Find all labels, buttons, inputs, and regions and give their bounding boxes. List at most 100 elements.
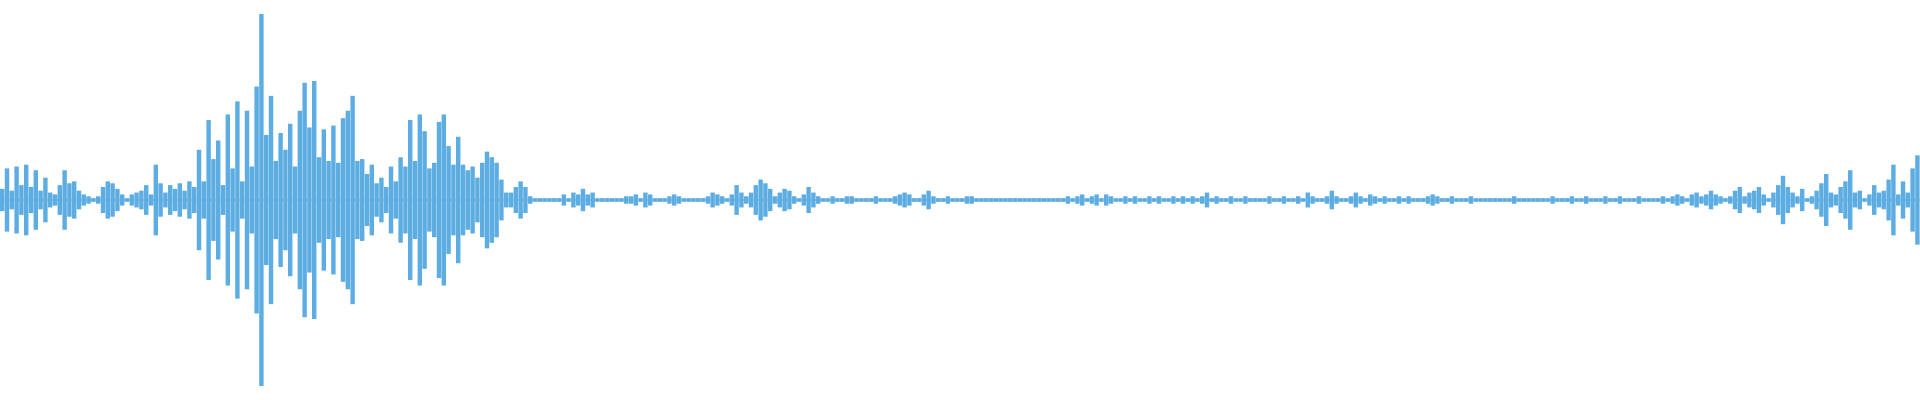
waveform-bar — [86, 196, 91, 204]
waveform-bar — [288, 123, 293, 277]
waveform-bar — [964, 196, 970, 204]
waveform-bar — [273, 160, 279, 240]
waveform-bar — [1608, 198, 1613, 202]
waveform-bar — [624, 196, 629, 204]
waveform-bar — [1416, 198, 1421, 202]
waveform-bar — [206, 120, 211, 280]
waveform-bar — [1804, 198, 1810, 202]
waveform-bar — [1430, 194, 1435, 206]
waveform-bar — [422, 131, 427, 269]
waveform-bar — [950, 198, 955, 202]
waveform-bar — [19, 185, 24, 215]
waveform-bar — [1166, 198, 1171, 202]
waveform-bar — [1425, 196, 1431, 204]
waveform-bar — [307, 127, 312, 273]
waveform-bar — [1862, 198, 1867, 202]
waveform-bar — [1348, 196, 1354, 204]
waveform-bar — [1382, 196, 1387, 204]
waveform-bar — [225, 114, 231, 286]
waveform-bar — [1579, 198, 1584, 202]
waveform-bar — [504, 192, 509, 208]
waveform-bar — [259, 14, 264, 386]
waveform-bar — [1502, 198, 1507, 202]
waveform-bar — [1636, 196, 1642, 204]
waveform-bar — [1156, 196, 1162, 204]
waveform-bar — [1699, 196, 1704, 204]
waveform-bar — [1555, 198, 1560, 202]
waveform-bar — [1574, 198, 1579, 202]
waveform-bar — [1694, 192, 1699, 208]
waveform-bar — [1392, 198, 1397, 202]
waveform-bar — [1008, 198, 1013, 202]
waveform-bar — [76, 190, 82, 210]
waveform-bar — [955, 198, 960, 202]
waveform-bar — [1718, 196, 1723, 204]
waveform-bar — [873, 196, 879, 204]
waveform-bar — [835, 198, 840, 202]
waveform-bar — [1228, 196, 1234, 204]
waveform-bar — [1358, 196, 1363, 204]
waveform-bar — [398, 157, 403, 243]
waveform-bar — [336, 162, 341, 238]
waveform-bar — [1267, 196, 1272, 204]
waveform-bar — [763, 183, 768, 217]
waveform-bar — [859, 198, 864, 202]
waveform-bar — [446, 146, 451, 254]
waveform-bar — [1723, 198, 1728, 202]
waveform-bar — [312, 80, 317, 320]
waveform-bar — [648, 194, 653, 206]
waveform-bar — [67, 183, 72, 217]
waveform-bar — [96, 196, 101, 204]
waveform-bar — [585, 194, 591, 206]
waveform-bar — [1795, 196, 1800, 204]
waveform-bar — [436, 121, 442, 279]
waveform-bar — [52, 194, 58, 206]
waveform-bar — [1065, 196, 1071, 204]
waveform-bar — [1396, 196, 1402, 204]
waveform-bar — [72, 181, 77, 219]
waveform-bar — [1675, 194, 1680, 206]
waveform-bar — [62, 170, 67, 230]
waveform-bar — [1670, 196, 1675, 204]
waveform-bar — [576, 194, 581, 206]
waveform-bar — [792, 196, 797, 204]
waveform-bar — [1454, 198, 1459, 202]
waveform-bar — [1315, 198, 1320, 202]
waveform-bar — [1684, 198, 1690, 202]
waveform-bar — [1243, 196, 1248, 204]
waveform-bar — [1012, 198, 1018, 202]
waveform-bar — [374, 183, 379, 217]
waveform-bar — [216, 140, 221, 260]
waveform-bar — [1516, 198, 1522, 202]
waveform-bar — [1497, 198, 1503, 202]
waveform-bar — [1003, 198, 1008, 202]
waveform-bar — [940, 198, 946, 202]
waveform-bar — [1089, 196, 1095, 204]
waveform-bar — [1766, 198, 1771, 202]
waveform-bar — [571, 192, 576, 208]
waveform-bar — [441, 114, 447, 286]
waveform-bar — [321, 129, 327, 271]
waveform-bar — [1622, 198, 1627, 202]
waveform-bar — [1176, 198, 1181, 202]
waveform-bar — [57, 185, 63, 215]
waveform-bar — [595, 198, 600, 202]
waveform-bar — [134, 192, 139, 208]
waveform-bar — [1824, 173, 1829, 227]
waveform-bar — [1814, 190, 1819, 210]
waveform-bar — [1468, 196, 1474, 204]
waveform-bar — [628, 196, 634, 204]
waveform-bar — [1200, 196, 1205, 204]
waveform-bar — [1531, 198, 1536, 202]
waveform-bar — [1867, 194, 1872, 206]
waveform-bar — [883, 198, 888, 202]
waveform-bar — [1732, 190, 1738, 210]
waveform-bar — [686, 198, 691, 202]
waveform-bar — [355, 160, 360, 240]
waveform-bar — [1190, 196, 1195, 204]
waveform-bar — [1776, 185, 1781, 215]
waveform-bar — [854, 198, 859, 202]
waveform-bar — [532, 198, 538, 202]
waveform-bar — [38, 190, 43, 210]
